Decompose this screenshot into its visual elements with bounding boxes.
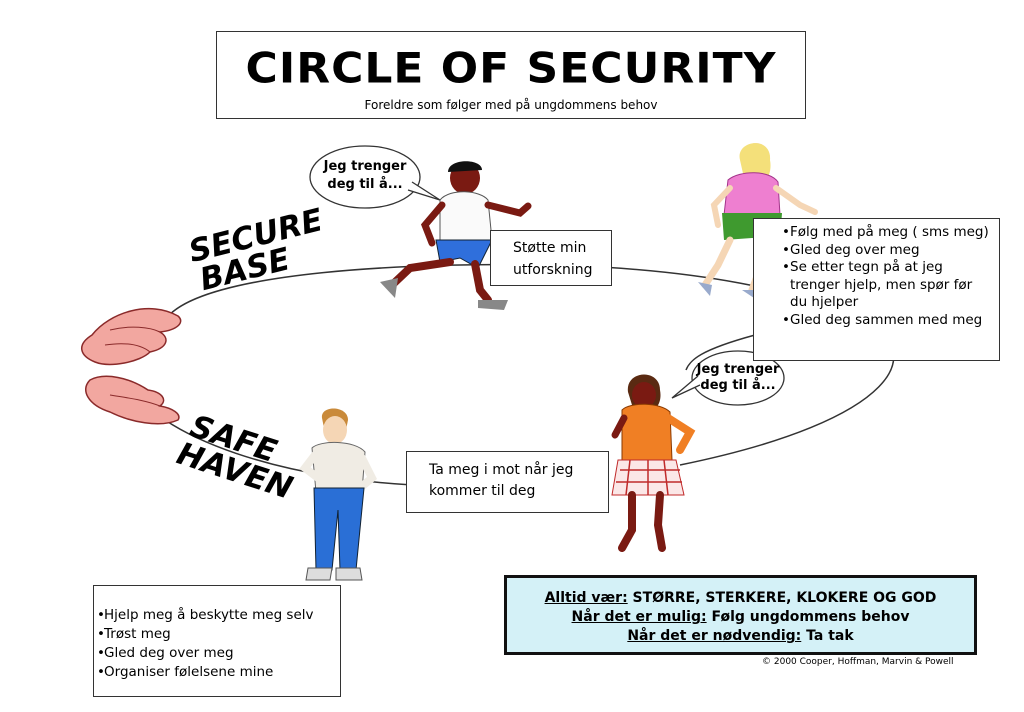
- support-line-2: utforskning: [513, 262, 593, 278]
- list-item: Følg med på meg ( sms meg): [782, 224, 993, 242]
- always-be-box: Alltid vær: STØRRE, STERKERE, KLOKERE OG…: [504, 575, 977, 655]
- always-line-2: Når det er mulig: Følg ungdommens behov: [507, 608, 974, 627]
- necessary-text: Ta tak: [801, 628, 854, 644]
- bubble-2-line-1: Jeg trenger: [696, 362, 780, 377]
- welcome-line-2: kommer til deg: [429, 483, 536, 499]
- left-needs-list: Hjelp meg å beskytte meg selv Trøst meg …: [93, 585, 341, 697]
- list-item: Gled deg over meg: [97, 644, 336, 663]
- list-item: Organiser følelsene mine: [97, 663, 336, 682]
- list-item: Trøst meg: [97, 625, 336, 644]
- upper-hand-icon: [81, 308, 182, 366]
- speech-bubble-1-text: Jeg trenger deg til å...: [313, 158, 417, 194]
- bubble-2-line-2: deg til å...: [700, 378, 776, 393]
- page-subtitle: Foreldre som følger med på ungdommens be…: [364, 98, 658, 112]
- bubble-1-line-2: deg til å...: [327, 177, 403, 192]
- lower-hand-icon: [85, 375, 180, 425]
- possible-label: Når det er mulig:: [571, 609, 707, 625]
- bubble-1-line-1: Jeg trenger: [323, 159, 407, 174]
- welcome-me-box: Ta meg i mot når jeg kommer til deg: [406, 451, 609, 513]
- necessary-label: Når det er nødvendig:: [627, 628, 802, 644]
- speech-bubble-2-text: Jeg trenger deg til å...: [692, 362, 784, 394]
- speech-bubble-2: [671, 350, 785, 406]
- list-item: Hjelp meg å beskytte meg selv: [97, 606, 336, 625]
- copyright-credit: © 2000 Cooper, Hoffman, Marvin & Powell: [762, 657, 954, 667]
- list-item: Gled deg sammen med meg: [782, 312, 993, 330]
- always-line-3: Når det er nødvendig: Ta tak: [507, 627, 974, 646]
- page-title: CIRCLE OF SECURITY: [245, 44, 777, 93]
- teen-girl-figure: [611, 374, 696, 552]
- list-item: Se etter tegn på at jeg trenger hjelp, m…: [782, 259, 993, 312]
- always-line-1: Alltid vær: STØRRE, STERKERE, KLOKERE OG…: [507, 589, 974, 608]
- standing-boy-figure: [299, 408, 377, 581]
- possible-text: Følg ungdommens behov: [706, 609, 910, 625]
- list-item: Gled deg over meg: [782, 242, 993, 260]
- always-text: STØRRE, STERKERE, KLOKERE OG GOD: [627, 590, 937, 606]
- support-exploration-box: Støtte min utforskning: [490, 230, 612, 286]
- always-label: Alltid vær:: [544, 590, 628, 606]
- running-boy-figure: [380, 161, 532, 310]
- right-needs-list: Følg med på meg ( sms meg) Gled deg over…: [753, 218, 1000, 361]
- support-line-1: Støtte min: [513, 240, 587, 256]
- title-box: CIRCLE OF SECURITY Foreldre som følger m…: [216, 31, 806, 119]
- welcome-line-1: Ta meg i mot når jeg: [429, 462, 574, 478]
- speech-bubble-1: [309, 145, 441, 209]
